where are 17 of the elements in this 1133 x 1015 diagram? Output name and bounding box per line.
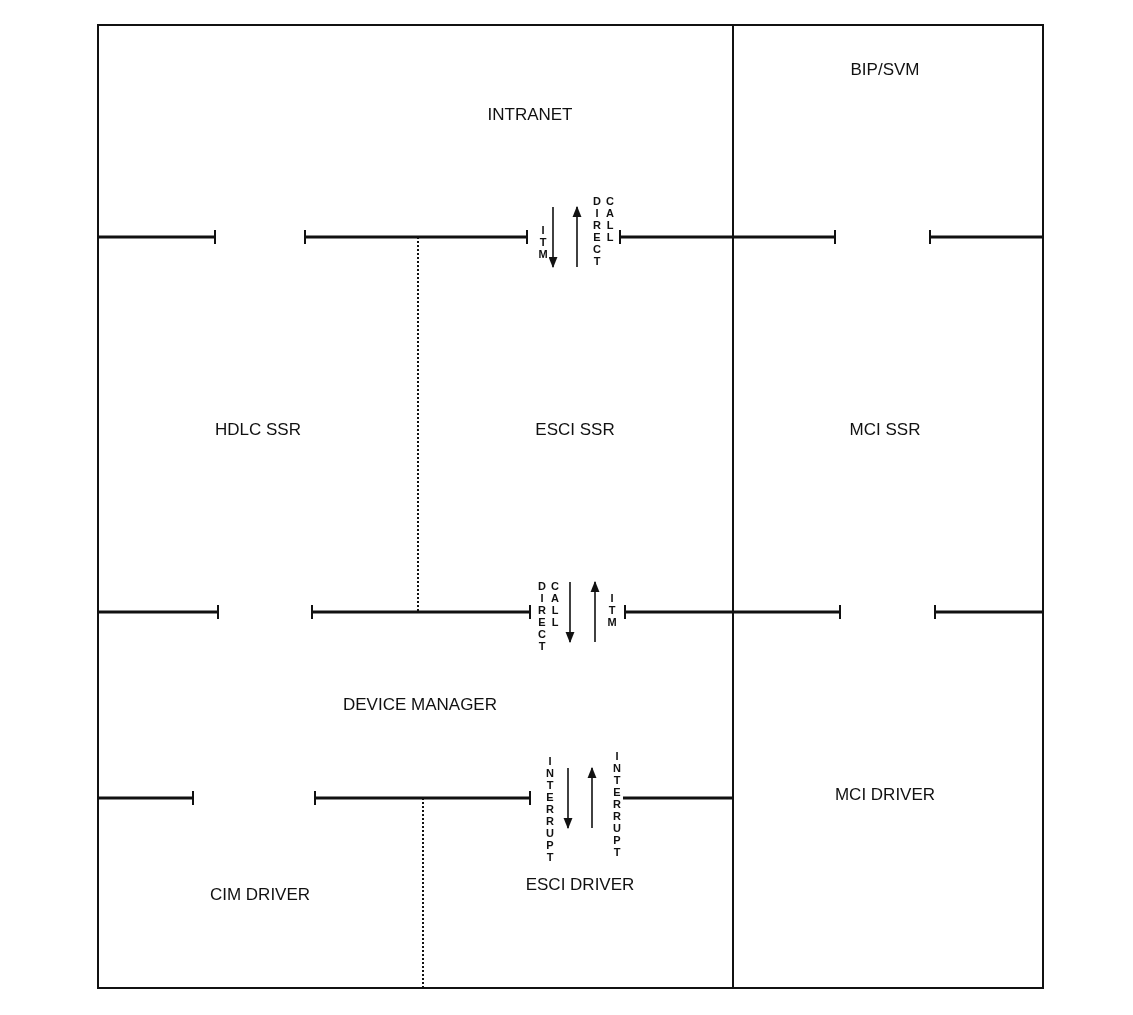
arrow — [565, 581, 575, 644]
arrow — [548, 206, 558, 269]
arrow — [590, 580, 600, 643]
layer-label: BIP/SVM — [850, 60, 920, 80]
layer-label: INTRANET — [487, 105, 573, 125]
layer-label: MCI DRIVER — [834, 785, 936, 805]
layer-label: HDLC SSR — [215, 420, 301, 440]
layer-label: MCI SSR — [849, 420, 921, 440]
layer-label: ESCI DRIVER — [525, 875, 635, 895]
arrow — [587, 766, 597, 829]
edge-label: DIRECT CALL — [590, 195, 616, 265]
layer-label: DEVICE MANAGER — [343, 695, 497, 715]
arrow — [572, 205, 582, 268]
arrow — [563, 767, 573, 830]
layer-label: CIM DRIVER — [209, 885, 311, 905]
edge-label: DIRECT CALL — [535, 580, 561, 650]
layer-label: ESCI SSR — [535, 420, 615, 440]
